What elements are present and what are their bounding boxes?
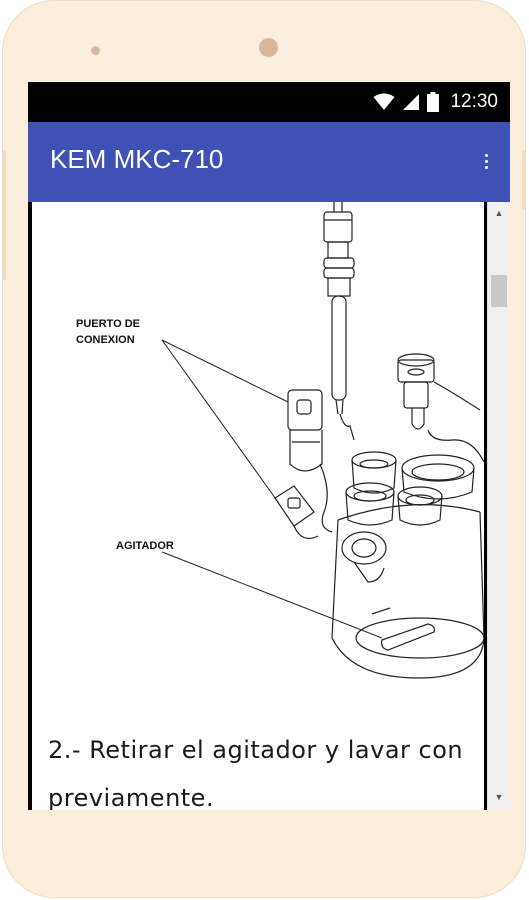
figure-label-stirrer: AGITADOR	[116, 540, 174, 552]
scroll-up-icon[interactable]: ▲	[494, 208, 504, 218]
front-camera	[259, 38, 278, 57]
app-title: KEM MKC-710	[50, 144, 224, 174]
power-button	[522, 150, 526, 210]
vertical-scrollbar[interactable]: ▲ ▼	[487, 202, 510, 810]
document-page: PUERTO DE CONEXION AGITADOR 2.- Retirar …	[32, 202, 484, 810]
sensor-dot	[91, 46, 100, 55]
step-text-line2: previamente.	[48, 784, 215, 810]
app-bar: KEM MKC-710	[28, 122, 510, 202]
signal-icon	[403, 94, 420, 110]
figure-label-port-line1: PUERTO DE	[76, 318, 140, 330]
wifi-icon	[373, 93, 395, 110]
volume-button	[2, 150, 6, 280]
status-bar: 12:30	[28, 82, 510, 122]
screen: 12:30 KEM MKC-710	[28, 82, 510, 810]
scroll-down-icon[interactable]: ▼	[494, 792, 504, 802]
status-clock: 12:30	[450, 91, 498, 112]
page-border-right	[484, 202, 487, 810]
overflow-menu-icon[interactable]	[476, 148, 496, 174]
apparatus-diagram	[161, 202, 484, 679]
document-viewer[interactable]: PUERTO DE CONEXION AGITADOR 2.- Retirar …	[28, 202, 510, 810]
battery-icon	[427, 92, 440, 112]
page-border-left	[28, 202, 32, 810]
step-text-line1: 2.- Retirar el agitador y lavar con	[48, 736, 464, 764]
scroll-thumb[interactable]	[491, 275, 507, 307]
figure-label-port-line2: CONEXION	[76, 334, 135, 346]
